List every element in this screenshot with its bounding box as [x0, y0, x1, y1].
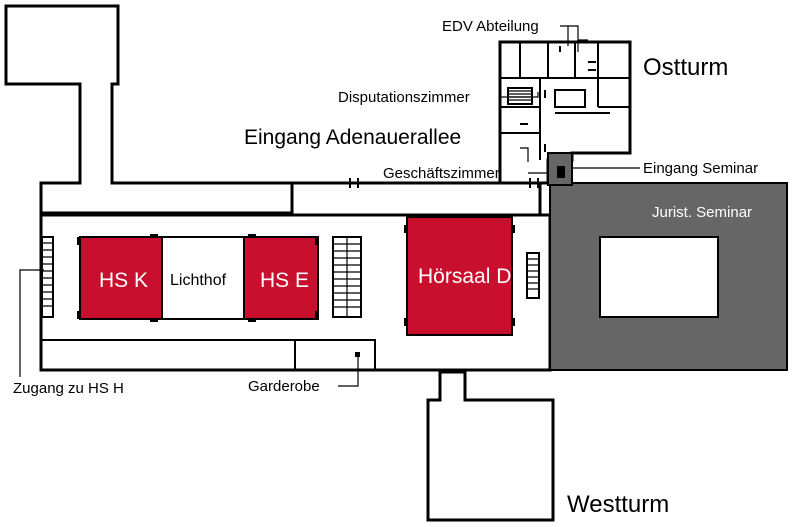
stairs [41, 236, 540, 318]
lichthof-room [161, 236, 245, 320]
geschaeftszimmer-label: Geschäftszimmer [383, 165, 500, 182]
leader-lines [19, 25, 640, 387]
westturm-block [426, 370, 555, 522]
zugang-hs-h-label: Zugang zu HS H [13, 380, 124, 397]
garderobe-label: Garderobe [248, 378, 320, 395]
lecture-halls: HS K Lichthof HS E Hörsaal D [77, 216, 515, 336]
edv-label: EDV Abteilung [442, 18, 539, 35]
westturm-label: Westturm [567, 491, 669, 518]
seminar-entrance-mark [557, 166, 565, 178]
stairs-center [332, 236, 362, 318]
ostturm-door-marks [520, 46, 596, 152]
eingang-adenauer-label: Eingang Adenauerallee [244, 126, 461, 149]
ostturm-stairs [507, 87, 533, 105]
jurist-seminar-label: Jurist. Seminar [652, 204, 752, 221]
garderobe-leader [338, 356, 359, 387]
ostturm-label: Ostturm [643, 54, 728, 81]
hs-e-room[interactable] [243, 236, 319, 320]
zugang-hs-h-leader [19, 269, 44, 377]
entrance-marks [349, 178, 539, 188]
seminar-courtyard [599, 236, 719, 318]
labels: EDV Abteilung Ostturm Disputationszimmer… [13, 18, 758, 518]
hs-k-label: HS K [99, 269, 148, 292]
hs-e-label: HS E [260, 269, 309, 292]
garderobe-mark [355, 352, 360, 357]
lower-corridor-rooms [41, 339, 376, 370]
jurist-seminar-area: Jurist. Seminar [547, 152, 788, 371]
edv-leader [560, 25, 588, 52]
hs-k-room[interactable] [79, 236, 163, 320]
upper-corridor [290, 181, 542, 217]
hall-door-marks [77, 225, 515, 326]
disputation-label: Disputationszimmer [338, 89, 470, 106]
stairs-west [41, 236, 54, 318]
lichthof-label: Lichthof [170, 272, 227, 289]
disputation-leader [500, 92, 539, 98]
ostturm-rooms [500, 42, 630, 160]
northwest-wing [4, 4, 294, 215]
geschaeftszimmer-leader [520, 147, 549, 174]
eingang-seminar-label: Eingang Seminar [643, 160, 758, 177]
stairs-east [526, 252, 540, 299]
hoersaal-d-label: Hörsaal D [418, 265, 511, 288]
ostturm-room-grid [500, 42, 630, 160]
hoersaal-d-room[interactable] [406, 216, 513, 336]
